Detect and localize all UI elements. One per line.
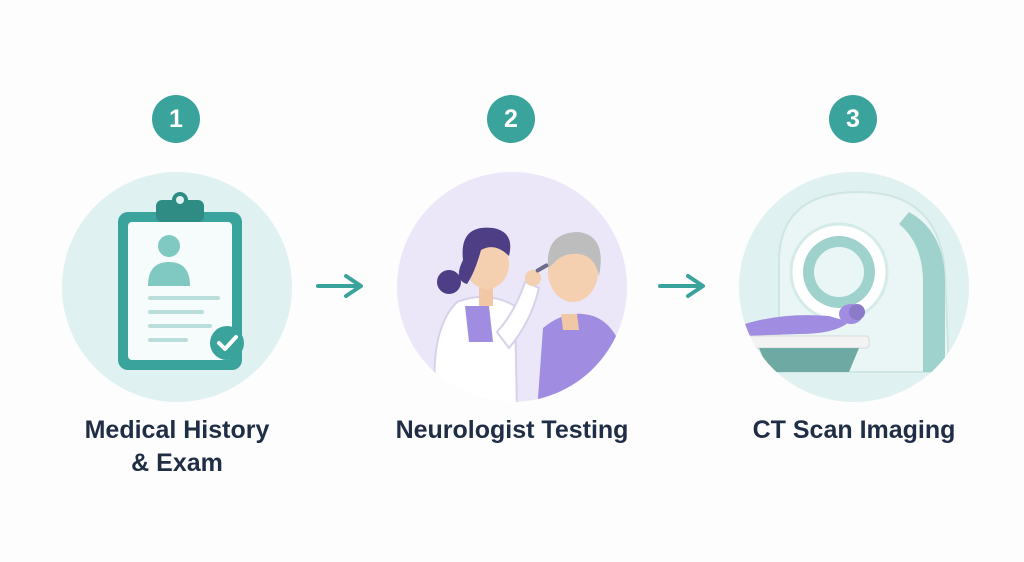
step-number-badge: 1 <box>152 95 200 143</box>
step-number-badge: 3 <box>829 95 877 143</box>
step-label: Neurologist Testing <box>395 416 629 444</box>
clipboard-icon <box>62 172 292 402</box>
arrow-right-icon <box>316 274 363 298</box>
neurologist-exam-illustration <box>397 172 627 402</box>
ct-scanner-illustration <box>739 172 969 402</box>
arrow-right-icon <box>658 274 705 298</box>
step-number-badge: 2 <box>487 95 535 143</box>
step-label: CT Scan Imaging <box>752 416 956 444</box>
step-label: Medical History & Exam <box>84 416 270 477</box>
